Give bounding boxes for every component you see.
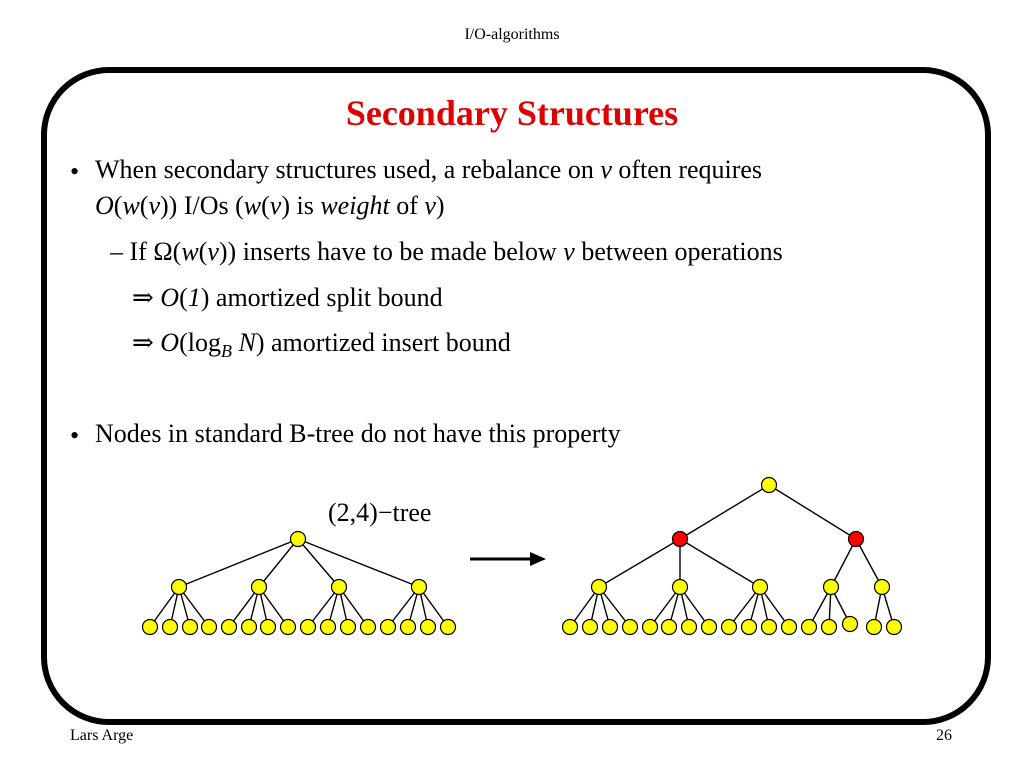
tree-leaf xyxy=(419,618,437,636)
tree-leaf xyxy=(181,618,199,636)
footer-author: Lars Arge xyxy=(70,727,134,744)
tree-leaf xyxy=(660,618,678,636)
slide-title: Secondary Structures xyxy=(345,93,679,133)
tree-leaf xyxy=(820,618,838,636)
tree-node xyxy=(330,578,348,596)
tree-node xyxy=(760,476,778,494)
tree-node xyxy=(873,578,891,596)
tree-leaf xyxy=(680,618,698,636)
tree-node xyxy=(410,578,428,596)
tree-leaf xyxy=(439,618,457,636)
tree-leaf xyxy=(359,618,377,636)
tree-leaf xyxy=(621,618,639,636)
tree-leaf xyxy=(299,618,317,636)
bullet-2-text: Nodes in standard B-tree do not have thi… xyxy=(95,419,621,448)
transform-arrow xyxy=(470,552,546,566)
tree-leaf xyxy=(220,618,238,636)
bullet-1-line-2: O(w(v)) I/Os (w(v) is weight of v) xyxy=(95,191,445,220)
tree-label: (2,4)−tree xyxy=(328,498,432,527)
page-number: 26 xyxy=(936,727,952,744)
bullet-marker: • xyxy=(70,157,80,186)
tree-leaf xyxy=(841,615,859,633)
tree-leaf xyxy=(379,618,397,636)
tree-leaf xyxy=(800,618,818,636)
tree-leaf xyxy=(240,618,258,636)
tree-node xyxy=(170,578,188,596)
tree-node xyxy=(250,578,268,596)
split-node xyxy=(847,530,865,548)
tree-leaf xyxy=(319,618,337,636)
implication-split-bound: ⇒ O(1) amortized split bound xyxy=(132,283,443,312)
tree-leaf xyxy=(279,618,297,636)
tree-leaf xyxy=(700,618,718,636)
tree-leaf xyxy=(259,618,277,636)
tree-node xyxy=(289,530,307,548)
tree-leaf xyxy=(641,618,659,636)
tree-leaf xyxy=(865,618,883,636)
split-node xyxy=(671,530,689,548)
tree-node xyxy=(671,578,689,596)
tree-leaf xyxy=(561,618,579,636)
bullet-1-line-1: When secondary structures used, a rebala… xyxy=(95,155,763,184)
tree-node xyxy=(822,578,840,596)
tree-leaf xyxy=(141,618,159,636)
tree-leaf xyxy=(720,618,738,636)
tree-leaf xyxy=(780,618,798,636)
tree-leaf xyxy=(339,618,357,636)
tree-leaf xyxy=(885,618,903,636)
tree-node xyxy=(590,578,608,596)
tree-leaf xyxy=(399,618,417,636)
tree-leaf xyxy=(581,618,599,636)
tree-node xyxy=(751,578,769,596)
bullet-marker: • xyxy=(70,421,80,450)
implication-insert-bound: ⇒ O(logB N) amortized insert bound xyxy=(132,328,511,361)
tree-leaf xyxy=(200,618,218,636)
tree-leaf xyxy=(161,618,179,636)
slide-frame xyxy=(41,67,991,725)
tree-leaf xyxy=(760,618,778,636)
tree-leaf xyxy=(601,618,619,636)
tree-leaf xyxy=(740,618,758,636)
header-title: I/O-algorithms xyxy=(464,26,560,43)
sub-bullet-1: – If Ω(w(v)) inserts have to be made bel… xyxy=(110,237,783,266)
